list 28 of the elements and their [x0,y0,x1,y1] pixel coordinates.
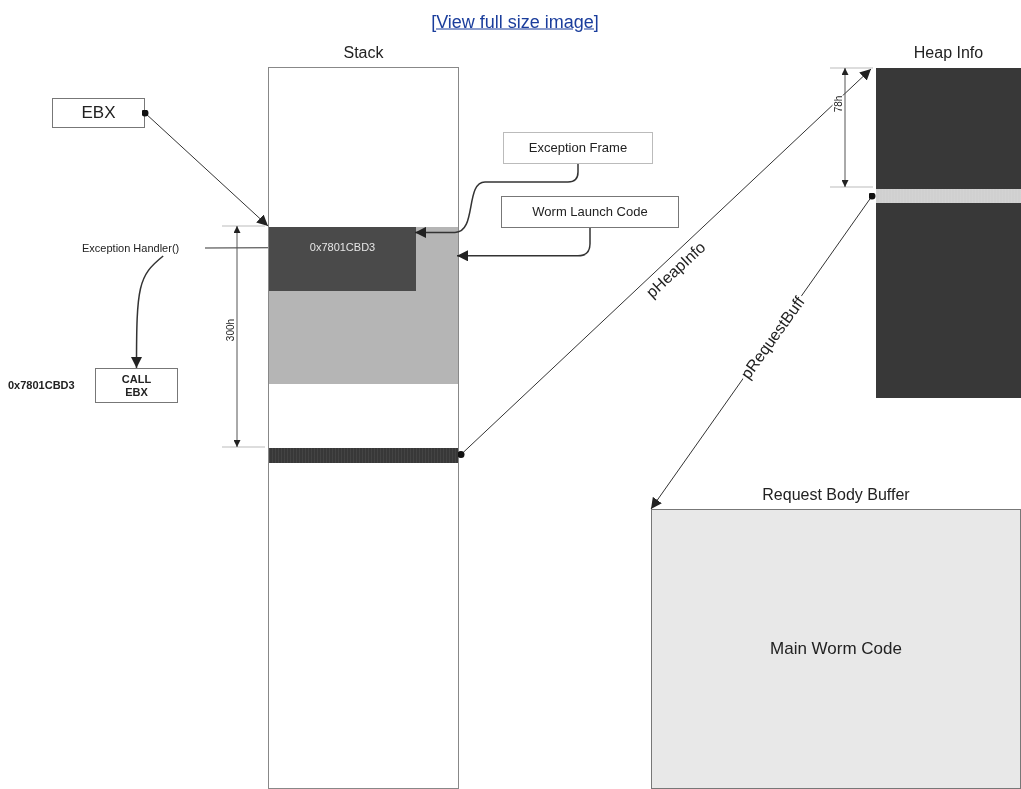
arrow [456,227,591,262]
link: [View full size image] [431,11,599,33]
column-title: Stack [343,43,384,63]
region-label: Main Worm Code [770,639,902,659]
connector-line [204,247,269,249]
dimension-label: 300h [224,318,236,342]
callout-box [503,132,653,164]
region-title: Request Body Buffer [762,485,910,505]
register-label: EBX [81,103,116,123]
address-label: 0x7801CBD3 [8,379,75,391]
dimension-label: 78h [832,95,844,113]
arrow [414,163,579,238]
exception-record-block [269,227,416,291]
instruction-label: CALL EBX [120,372,153,399]
heap-field-strip [876,189,1021,203]
arrow [457,68,872,458]
address-label: 0x7801CBD3 [309,241,376,254]
arrow [141,109,269,227]
function-label: Exception Handler() [82,240,205,256]
arrow [131,255,164,369]
callout-box [501,196,679,228]
register-box [52,98,145,128]
pointer-slot [269,448,458,463]
shellcode-region [269,227,458,384]
callout-label: Worm Launch Code [532,204,648,220]
callout-label: Exception Frame [528,140,628,156]
column-title: Heap Info [913,43,984,63]
instruction-box [95,368,178,403]
